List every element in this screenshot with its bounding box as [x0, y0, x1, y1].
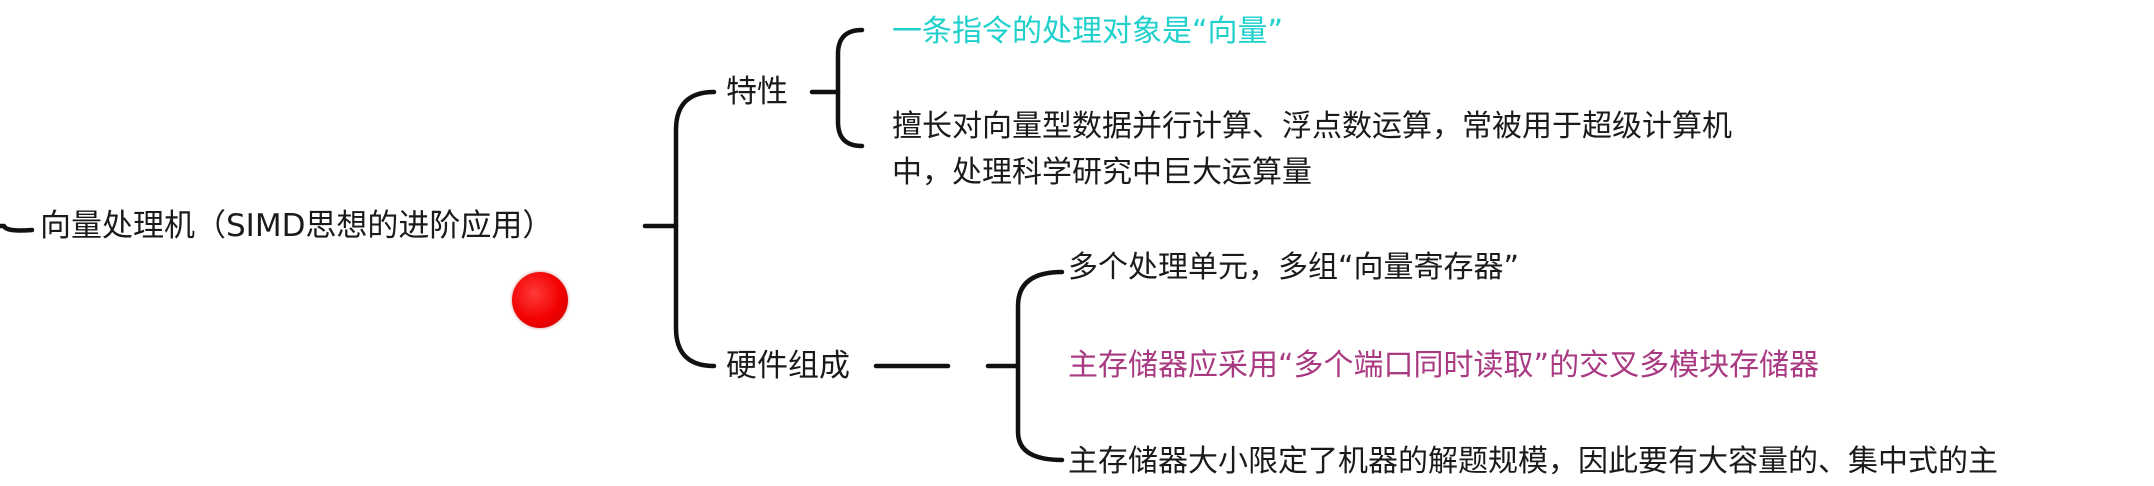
red-pointer-dot [512, 272, 568, 328]
leaf-node-parallel-compute[interactable]: 擅长对向量型数据并行计算、浮点数运算，常被用于超级计算机中，处理科学研究中巨大运… [892, 109, 1732, 190]
leaf-node-processing-units[interactable]: 多个处理单元，多组“向量寄存器” [1068, 250, 1520, 285]
root-node[interactable]: 向量处理机（SIMD思想的进阶应用） [40, 208, 554, 244]
leaf-node-interleaved-memory[interactable]: 主存储器应采用“多个端口同时读取”的交叉多模块存储器 [1068, 348, 1820, 383]
root-incoming-connector [0, 223, 35, 233]
branch-node-hardware[interactable]: 硬件组成 [726, 348, 850, 384]
branch-0-bracket [835, 27, 865, 149]
leaf-node-memory-size[interactable]: 主存储器大小限定了机器的解题规模，因此要有大容量的、集中式的主 [1068, 444, 1998, 479]
leaf-node-vector-instruction[interactable]: 一条指令的处理对象是“向量” [892, 14, 1284, 49]
branch-node-features[interactable]: 特性 [726, 74, 788, 110]
branch-bracket [673, 89, 717, 369]
branch-1-bracket [1015, 269, 1065, 463]
